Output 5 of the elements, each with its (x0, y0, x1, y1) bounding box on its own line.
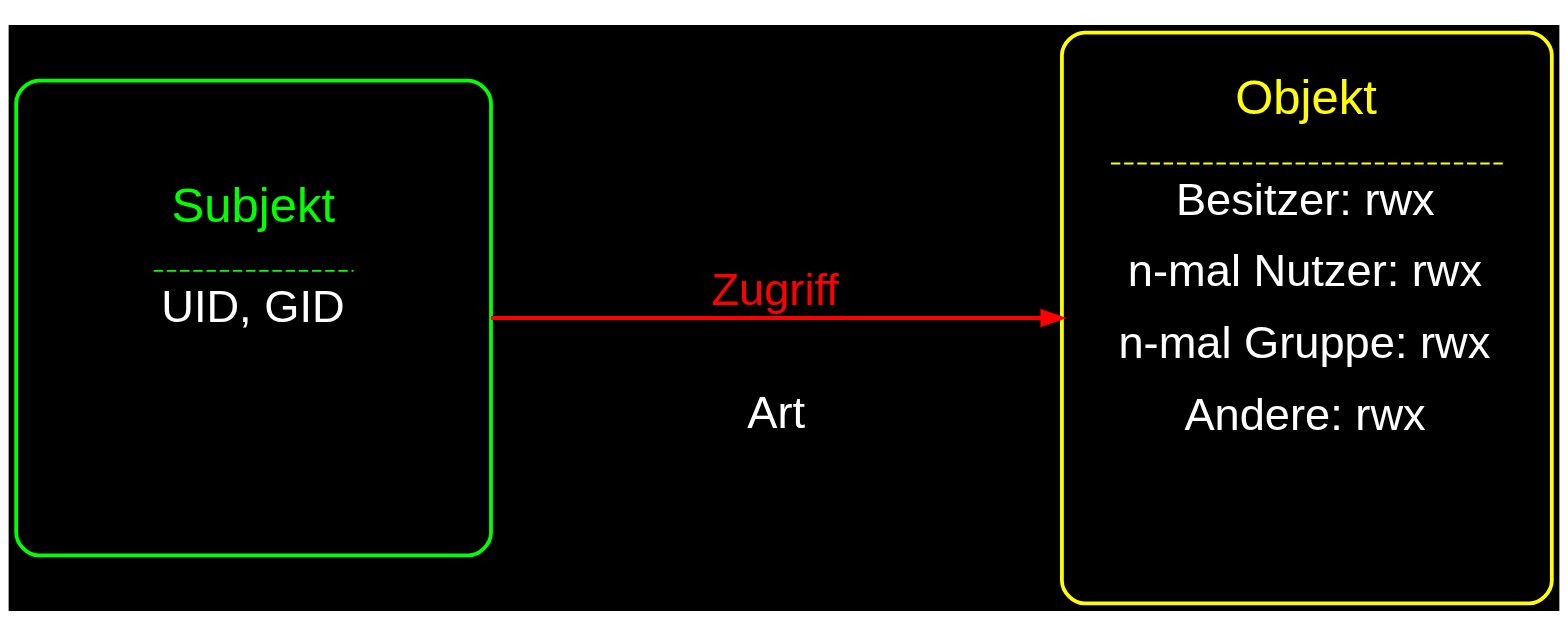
node-box: Subjekt UID, GID (14, 78, 493, 557)
label: Art (747, 386, 806, 438)
arrow (491, 308, 1067, 327)
edge-label: Zugriff (711, 263, 839, 315)
node-box: Objekt Besitzer: rwx n-mal Nutzer: rwx n-mal Gruppe: rwx Andere: rwx (1060, 30, 1554, 605)
